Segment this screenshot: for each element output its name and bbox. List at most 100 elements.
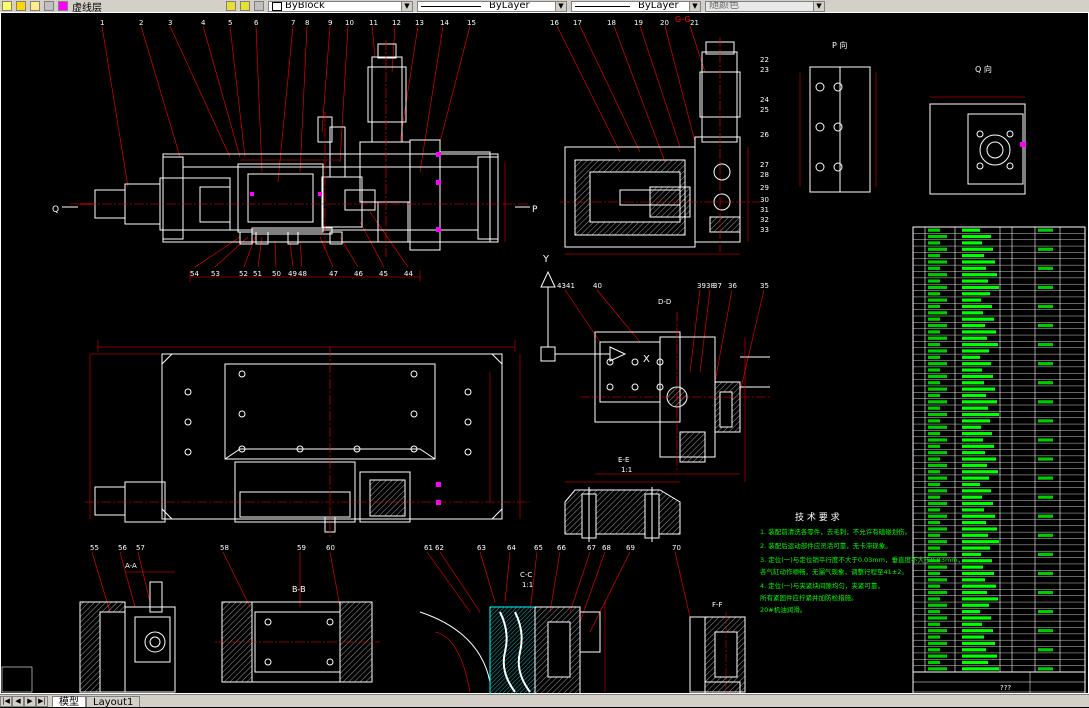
bom-code-cell	[928, 610, 940, 614]
svg-text:23: 23	[760, 66, 769, 74]
bom-name-cell	[962, 654, 997, 658]
bom-material-cell	[1038, 438, 1053, 442]
bom-name-cell	[962, 343, 998, 347]
bom-name-cell	[962, 254, 984, 258]
plotstyle-combo[interactable]: ByLayer ▼	[571, 0, 701, 12]
bom-code-cell	[928, 495, 940, 499]
bom-code-cell	[928, 330, 940, 334]
svg-text:57: 57	[136, 544, 145, 552]
bulb-icon[interactable]	[16, 1, 26, 11]
bom-code-cell	[928, 622, 940, 626]
bom-name-cell	[962, 285, 999, 289]
svg-text:44: 44	[404, 270, 413, 278]
tab-layout1[interactable]: Layout1	[86, 695, 141, 708]
last-tab-icon[interactable]: ▶|	[36, 695, 48, 707]
bom-material-cell	[1038, 400, 1053, 404]
bom-code-cell	[928, 540, 947, 544]
bom-code-cell	[928, 667, 947, 671]
tab-model[interactable]: 模型	[52, 695, 86, 708]
bom-name-cell	[962, 266, 986, 270]
bom-material-cell	[1038, 667, 1053, 671]
svg-text:7: 7	[291, 19, 295, 27]
bom-code-cell	[928, 432, 940, 436]
svg-text:36: 36	[728, 282, 737, 290]
color-value: 随颜色	[709, 0, 739, 11]
bom-name-cell	[962, 597, 998, 601]
prev-tab-icon[interactable]: ◀	[12, 695, 24, 707]
layout-tab-bar: |◀ ◀ ▶ ▶| 模型 Layout1	[0, 694, 1089, 708]
lineweight-combo[interactable]: ByLayer ▼	[417, 0, 567, 12]
bom-name-cell	[962, 311, 983, 315]
svg-text:58: 58	[220, 544, 229, 552]
bom-code-cell	[928, 438, 947, 442]
svg-text:4: 4	[201, 19, 206, 27]
chevron-down-icon[interactable]: ▼	[689, 1, 700, 11]
color-combo[interactable]: 随颜色 ▼	[705, 0, 825, 12]
svg-text:2: 2	[139, 19, 143, 27]
chevron-down-icon[interactable]: ▼	[555, 1, 566, 11]
bom-name-cell	[962, 298, 981, 302]
first-tab-icon[interactable]: |◀	[0, 695, 12, 707]
bom-code-cell	[928, 660, 940, 665]
chevron-down-icon[interactable]: ▼	[813, 1, 824, 11]
linetype-swatch-icon	[272, 1, 282, 11]
bom-code-cell	[928, 457, 940, 461]
bom-code-cell	[928, 590, 947, 595]
svg-text:9: 9	[328, 19, 332, 27]
chevron-down-icon[interactable]: ▼	[401, 1, 412, 11]
next-tab-icon[interactable]: ▶	[24, 695, 36, 707]
title-block-number: ???	[1000, 684, 1011, 692]
bom-name-cell	[962, 489, 991, 493]
bom-code-cell	[928, 349, 947, 353]
layer-color-swatch-icon[interactable]	[58, 1, 68, 11]
svg-text:3: 3	[168, 19, 172, 27]
svg-text:66: 66	[557, 544, 566, 552]
bom-name-cell	[962, 438, 983, 442]
bom-code-cell	[928, 406, 940, 410]
section-cc-label: C-C	[520, 571, 532, 579]
plan-view	[85, 340, 530, 537]
svg-text:31: 31	[760, 206, 769, 214]
bom-code-cell	[928, 374, 947, 378]
bom-code-cell	[928, 393, 940, 398]
bom-name-cell	[962, 336, 987, 340]
bom-code-cell	[928, 285, 947, 289]
bom-name-cell	[962, 444, 994, 448]
bom-name-cell	[962, 648, 986, 652]
tech-line: 2. 装配后运动部件应灵活可靠，无卡滞现象。	[760, 541, 892, 550]
bom-code-cell	[928, 273, 947, 277]
bom-name-cell	[962, 273, 997, 277]
svg-text:51: 51	[253, 270, 262, 278]
bom-name-cell	[962, 412, 999, 417]
svg-text:59: 59	[297, 544, 306, 552]
bom-name-cell	[962, 432, 992, 436]
sun-icon[interactable]	[30, 1, 40, 11]
lock-icon[interactable]	[44, 1, 54, 11]
make-current-icon[interactable]	[226, 1, 236, 11]
layer-manager-icon[interactable]	[254, 1, 264, 11]
bom-material-cell	[1038, 514, 1053, 518]
bom-code-cell	[928, 552, 947, 556]
svg-text:14: 14	[440, 19, 449, 27]
svg-text:65: 65	[534, 544, 543, 552]
bom-name-cell	[962, 406, 988, 410]
section-gg-label: G-G	[675, 15, 691, 24]
bom-name-cell	[962, 317, 994, 321]
bom-code-cell	[928, 501, 947, 506]
bom-material-cell	[1038, 590, 1053, 595]
linetype-combo[interactable]: ByBlock ▼	[268, 0, 413, 12]
bom-name-cell	[962, 616, 991, 620]
layer-state-icon[interactable]	[2, 1, 12, 11]
layer-previous-icon[interactable]	[240, 1, 250, 11]
bom-material-cell	[1038, 533, 1053, 537]
svg-text:67: 67	[587, 544, 596, 552]
layer-name[interactable]: 虚线层	[72, 2, 102, 13]
svg-text:11: 11	[369, 19, 378, 27]
bom-code-cell	[928, 635, 940, 639]
bom-name-cell	[962, 381, 984, 385]
tech-line: 20#机油润滑。	[760, 605, 806, 614]
bom-material-cell	[1038, 381, 1053, 385]
